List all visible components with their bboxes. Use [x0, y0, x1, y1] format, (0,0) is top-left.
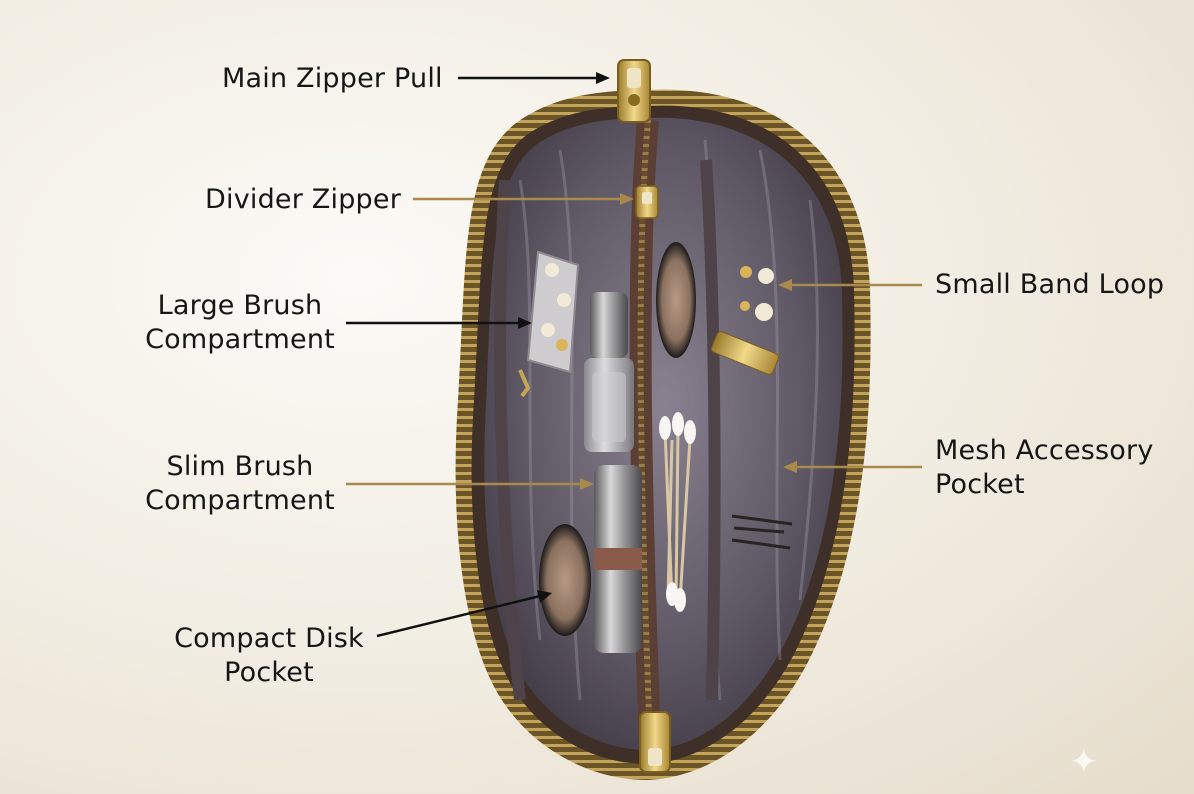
main-zipper-pull [617, 59, 651, 123]
earring-card [526, 250, 580, 374]
small-earrings [740, 266, 774, 321]
label-small-band-loop: Small Band Loop [935, 269, 1165, 300]
divider-zipper-pull [635, 185, 659, 219]
inner-zipper-tag [710, 331, 780, 375]
slim-tube [594, 465, 642, 653]
bobby-pins [731, 514, 793, 550]
perfume-bottle [584, 292, 634, 452]
sparkle-icon: ✦ [1069, 742, 1099, 782]
label-divider-zipper: Divider Zipper [205, 184, 401, 215]
label-compact-disk-pocket: Compact Disk Pocket [174, 623, 364, 688]
bottom-zipper-pull [639, 711, 671, 773]
inner-left-zipper [494, 179, 526, 701]
leader-lines [346, 72, 922, 638]
compact-disk-left [539, 524, 591, 636]
label-main-zipper-pull: Main Zipper Pull [222, 63, 443, 94]
cotton-swabs [663, 429, 692, 603]
compact-disk-right [656, 242, 696, 358]
leader-compact-disk [376, 594, 541, 638]
label-large-brush-compartment: Large Brush Compartment [145, 290, 335, 355]
label-slim-brush-compartment: Slim Brush Compartment [145, 451, 335, 516]
inner-right-zipper [700, 159, 721, 701]
label-mesh-accessory-pocket: Mesh Accessory Pocket [935, 435, 1154, 500]
